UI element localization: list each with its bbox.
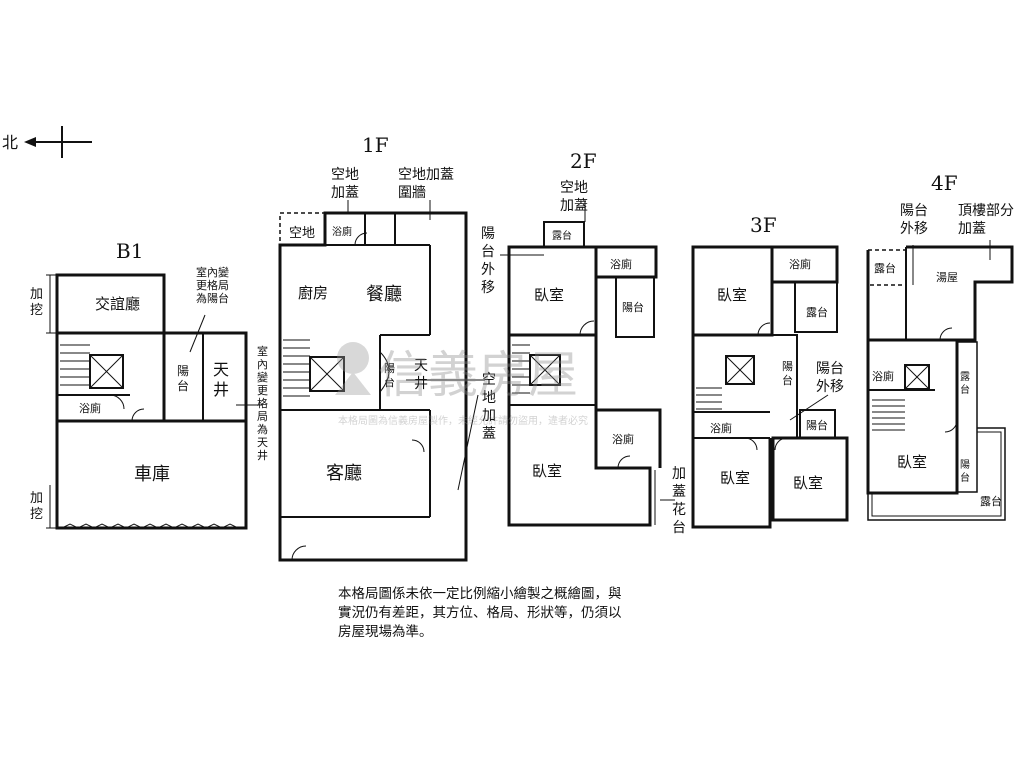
floor-1f (278, 200, 485, 562)
disclaimer-line: 本格局圖係未依一定比例縮小繪製之概繪圖，與 (338, 586, 622, 602)
1f-balcony: 陽台 (384, 362, 395, 389)
1f-elevator-icon (309, 356, 345, 392)
1f-lightwell: 天井 (414, 358, 428, 392)
2f-bathroom-lower: 浴廁 (612, 432, 634, 446)
svg-text:天井: 天井 (213, 360, 229, 399)
b1-garage: 車庫 (134, 464, 170, 485)
2f-terrace: 露台 (552, 229, 572, 242)
4f-bath-house: 湯屋 (936, 271, 958, 284)
3f-terrace: 露台 (806, 305, 828, 319)
compass: 北 (2, 126, 92, 158)
1f-kitchen: 廚房 (298, 284, 328, 302)
disclaimer-line: 房屋現場為準。 (338, 624, 433, 640)
2f-elevator-icon (529, 354, 561, 386)
4f-title: 4F (931, 171, 958, 195)
3f-stairs (696, 387, 722, 410)
b1-balcony: 陽台 (177, 364, 189, 393)
4f-balcony: 陽台 (960, 459, 970, 484)
1f-stairs (283, 339, 310, 397)
3f-bedroom-left: 臥室 (720, 469, 750, 487)
1f-open-space: 空地 (289, 226, 315, 241)
1f-cover-top-note: 空地加蓋 (331, 167, 359, 201)
b1-lightwell: 天井 (213, 360, 229, 399)
b1-social-hall: 交誼廳 (95, 295, 140, 313)
3f-elevator-icon (725, 355, 755, 385)
1f-cover-side-note: 空地加蓋 (482, 372, 496, 442)
3f-title: 3F (750, 213, 777, 237)
1f-living: 客廳 (326, 463, 362, 484)
svg-text:天井: 天井 (414, 358, 428, 392)
4f-terrace-right: 露台 (960, 371, 970, 396)
4f-terrace-top: 露台 (874, 261, 896, 275)
4f-bedroom: 臥室 (897, 453, 927, 471)
1f-cover-wall-note: 空地加蓋圍牆 (398, 167, 454, 201)
2f-planter-note: 加蓋花台 (672, 466, 686, 536)
b1-elevator-icon (89, 354, 124, 389)
svg-text:陽台: 陽台 (782, 360, 793, 387)
b1-to-balcony-note: 室內變更格局為陽台 (196, 265, 229, 305)
b1-title: B1 (116, 239, 143, 263)
north-label: 北 (2, 133, 18, 152)
2f-balcony: 陽台 (622, 300, 644, 314)
b1-bathroom: 浴廁 (79, 401, 101, 415)
watermark-disclaimer: 本格局圖為信義房屋製作，未經允許請勿盜用，違者必究 (338, 414, 588, 427)
floor-3f (691, 245, 849, 529)
floor-4f (866, 240, 1014, 521)
3f-balcony-right: 陽台 (806, 418, 828, 432)
b1-dig-bottom: 加挖 (30, 491, 43, 522)
disclaimer-line: 實況仍有差距，其方位、格局、形狀等，仍須以 (338, 605, 622, 621)
2f-cover-note: 空地加蓋 (560, 180, 588, 214)
b1-dig-top: 加挖 (30, 287, 43, 318)
3f-bathroom-top: 浴廁 (789, 257, 811, 271)
4f-balcony-out-note: 陽台外移 (900, 203, 928, 237)
2f-balcony-out-note: 陽台外移 (481, 226, 495, 296)
2f-bathroom-upper: 浴廁 (610, 257, 632, 271)
3f-bathroom-mid: 浴廁 (710, 421, 732, 435)
1f-title: 1F (362, 133, 389, 157)
3f-bedroom-right: 臥室 (793, 474, 823, 492)
4f-bathroom: 浴廁 (872, 369, 894, 383)
floor-b1 (46, 273, 262, 530)
4f-terrace-bottom: 露台 (980, 494, 1002, 508)
2f-bedroom-lower: 臥室 (532, 462, 562, 480)
b1-to-lightwell-note: 室內變更格局為天井 (257, 344, 268, 462)
svg-text:陽台: 陽台 (177, 364, 189, 393)
b1-stairs (60, 344, 90, 386)
brand-logo-icon (335, 342, 371, 395)
1f-dining: 餐廳 (366, 284, 402, 305)
brand-watermark: 信義房屋 (378, 346, 578, 404)
3f-balcony-out-note: 陽台外移 (816, 361, 844, 395)
3f-balcony-left: 陽台 (782, 360, 793, 387)
2f-stairs (512, 344, 530, 394)
watermark: 信義房屋 本格局圖為信義房屋製作，未經允許請勿盜用，違者必究 (335, 342, 588, 427)
svg-text:陽台: 陽台 (384, 362, 395, 389)
3f-bedroom-top: 臥室 (717, 286, 747, 304)
floor-2f (500, 200, 675, 527)
4f-roof-cover-note: 頂樓部分加蓋 (958, 203, 1014, 237)
4f-stairs (872, 399, 905, 431)
4f-elevator-icon (904, 364, 930, 390)
2f-bedroom-upper: 臥室 (534, 286, 564, 304)
disclaimer-note: 本格局圖係未依一定比例縮小繪製之概繪圖，與 實況仍有差距，其方位、格局、形狀等，… (338, 585, 698, 642)
1f-bathroom: 浴廁 (332, 225, 352, 238)
north-arrow-icon (24, 137, 36, 147)
2f-title: 2F (570, 149, 597, 173)
